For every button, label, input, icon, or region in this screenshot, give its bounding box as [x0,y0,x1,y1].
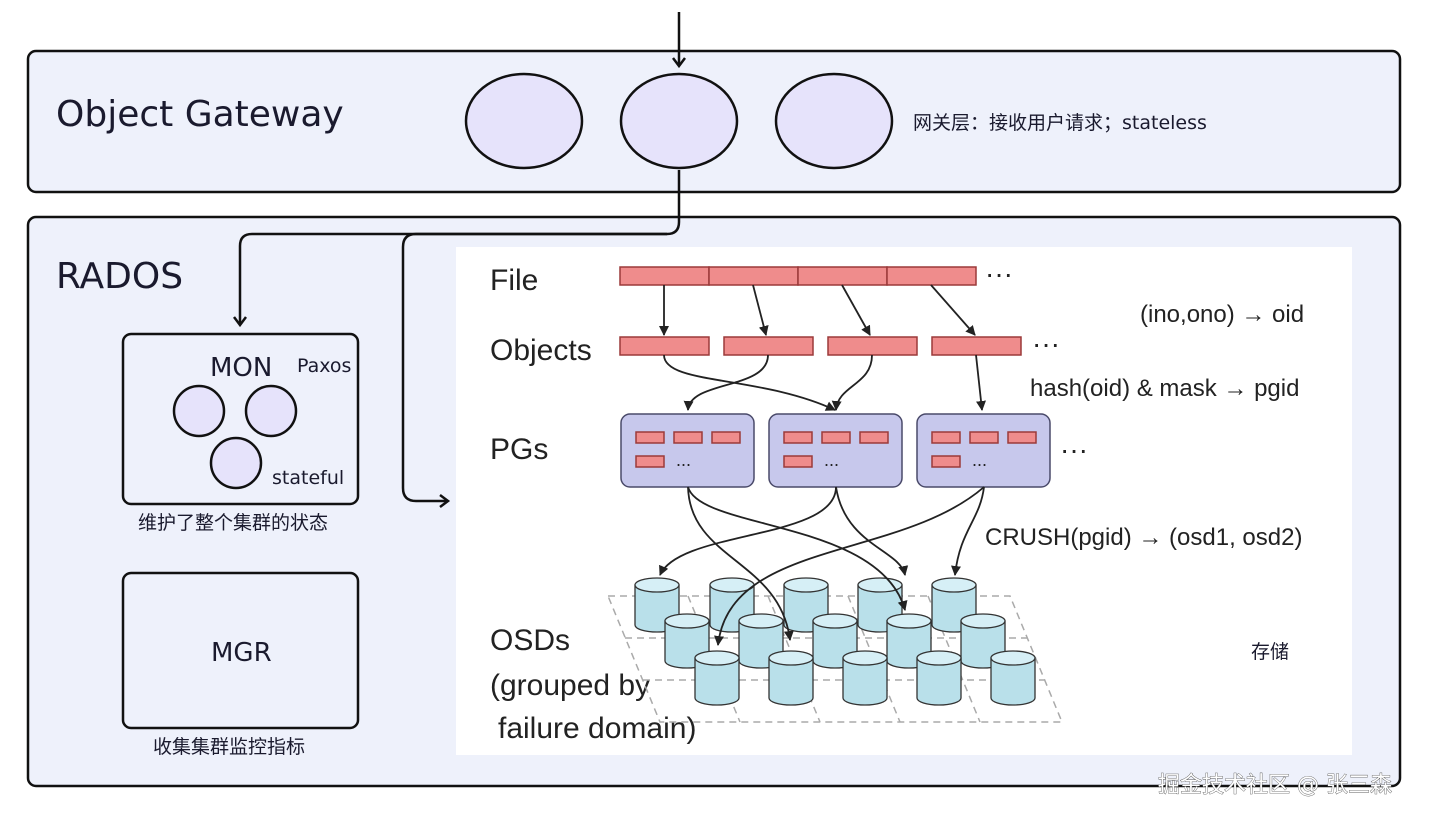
pg-3-ellipsis: ... [972,450,987,470]
osd-cylinder [768,650,814,706]
mon-caption: 维护了整个集群的状态 [138,512,328,534]
object-2 [723,336,814,356]
pg-box-1: ... [620,413,755,488]
object-1 [619,336,710,356]
pg-box-3: ... [916,413,1051,488]
osds-label-line1: OSDs [490,624,570,657]
gateway-note: 网关层：接收用户请求；stateless [913,112,1207,134]
pg-to-osd-arrow-1 [687,486,794,641]
pg-to-osd-arrow-5 [951,486,985,576]
object-to-pg-arrow-2 [683,354,769,411]
mon-node-1 [172,384,226,438]
mon-paxos-label: Paxos [297,355,351,377]
placement-figure: File Objects PGs OSDs (grouped by failur… [456,247,1352,755]
mon-node-2 [244,384,298,438]
osd-cylinder [842,650,888,706]
pg-to-osd-arrow-6 [714,486,985,646]
osds-label-line2: (grouped by [490,669,650,702]
gateway-node-3 [774,72,894,170]
osd-cylinder [694,650,740,706]
object-to-pg-arrow-4 [975,354,986,411]
mon-box: MON Paxos stateful [121,332,360,506]
pg-to-osd-arrow-3 [659,486,837,576]
mon-stateful-label: stateful [272,467,344,489]
object-to-pg-arrow-1 [663,354,836,411]
mon-title: MON [210,353,272,383]
pg-to-osd-arrow-2 [687,486,908,611]
mgr-caption: 收集集群监控指标 [153,736,305,758]
rados-title: RADOS [56,256,183,297]
osd-cylinder [916,650,962,706]
gateway-title: Object Gateway [56,94,344,135]
oid-rule: (ino,ono) → oid [1140,301,1304,328]
osd-cylinder [990,650,1036,706]
file-bar [619,266,977,286]
mgr-title: MGR [211,638,272,668]
gateway-to-storage-arrow [401,232,667,508]
crush-rule: CRUSH(pgid) → (osd1, osd2) [985,524,1302,551]
osd-cylinders [634,577,1036,706]
pg-to-osd-arrow-4 [835,486,909,576]
gateway-node-1 [464,72,584,170]
objects-ellipsis: ··· [1032,328,1060,359]
file-to-object-arrow-4 [930,284,976,336]
gateway-node-2 [619,72,739,170]
watermark: 掘金技术社区 @ 张三森 [1158,773,1392,798]
pgid-rule: hash(oid) & mask → pgid [1030,375,1299,402]
osds-label-line3: failure domain) [498,712,696,745]
pgs-label: PGs [490,433,548,466]
object-to-pg-arrow-3 [831,354,873,411]
pg-1-ellipsis: ... [676,450,691,470]
storage-note: 存储 [1251,641,1289,663]
mon-node-3 [209,436,263,490]
pg-2-ellipsis: ... [824,450,839,470]
file-to-object-arrow-3 [841,284,871,336]
objects-label: Objects [490,334,592,367]
pgs-ellipsis: ··· [1060,434,1088,465]
file-to-object-arrow-2 [752,284,769,336]
mgr-box: MGR [121,571,360,730]
object-3 [827,336,918,356]
gateway-panel: Object Gateway 网关层：接收用户请求；stateless [26,49,1402,194]
object-4 [931,336,1022,356]
pg-box-2: ... [768,413,903,488]
file-label: File [490,264,538,297]
file-ellipsis: ··· [985,258,1013,289]
